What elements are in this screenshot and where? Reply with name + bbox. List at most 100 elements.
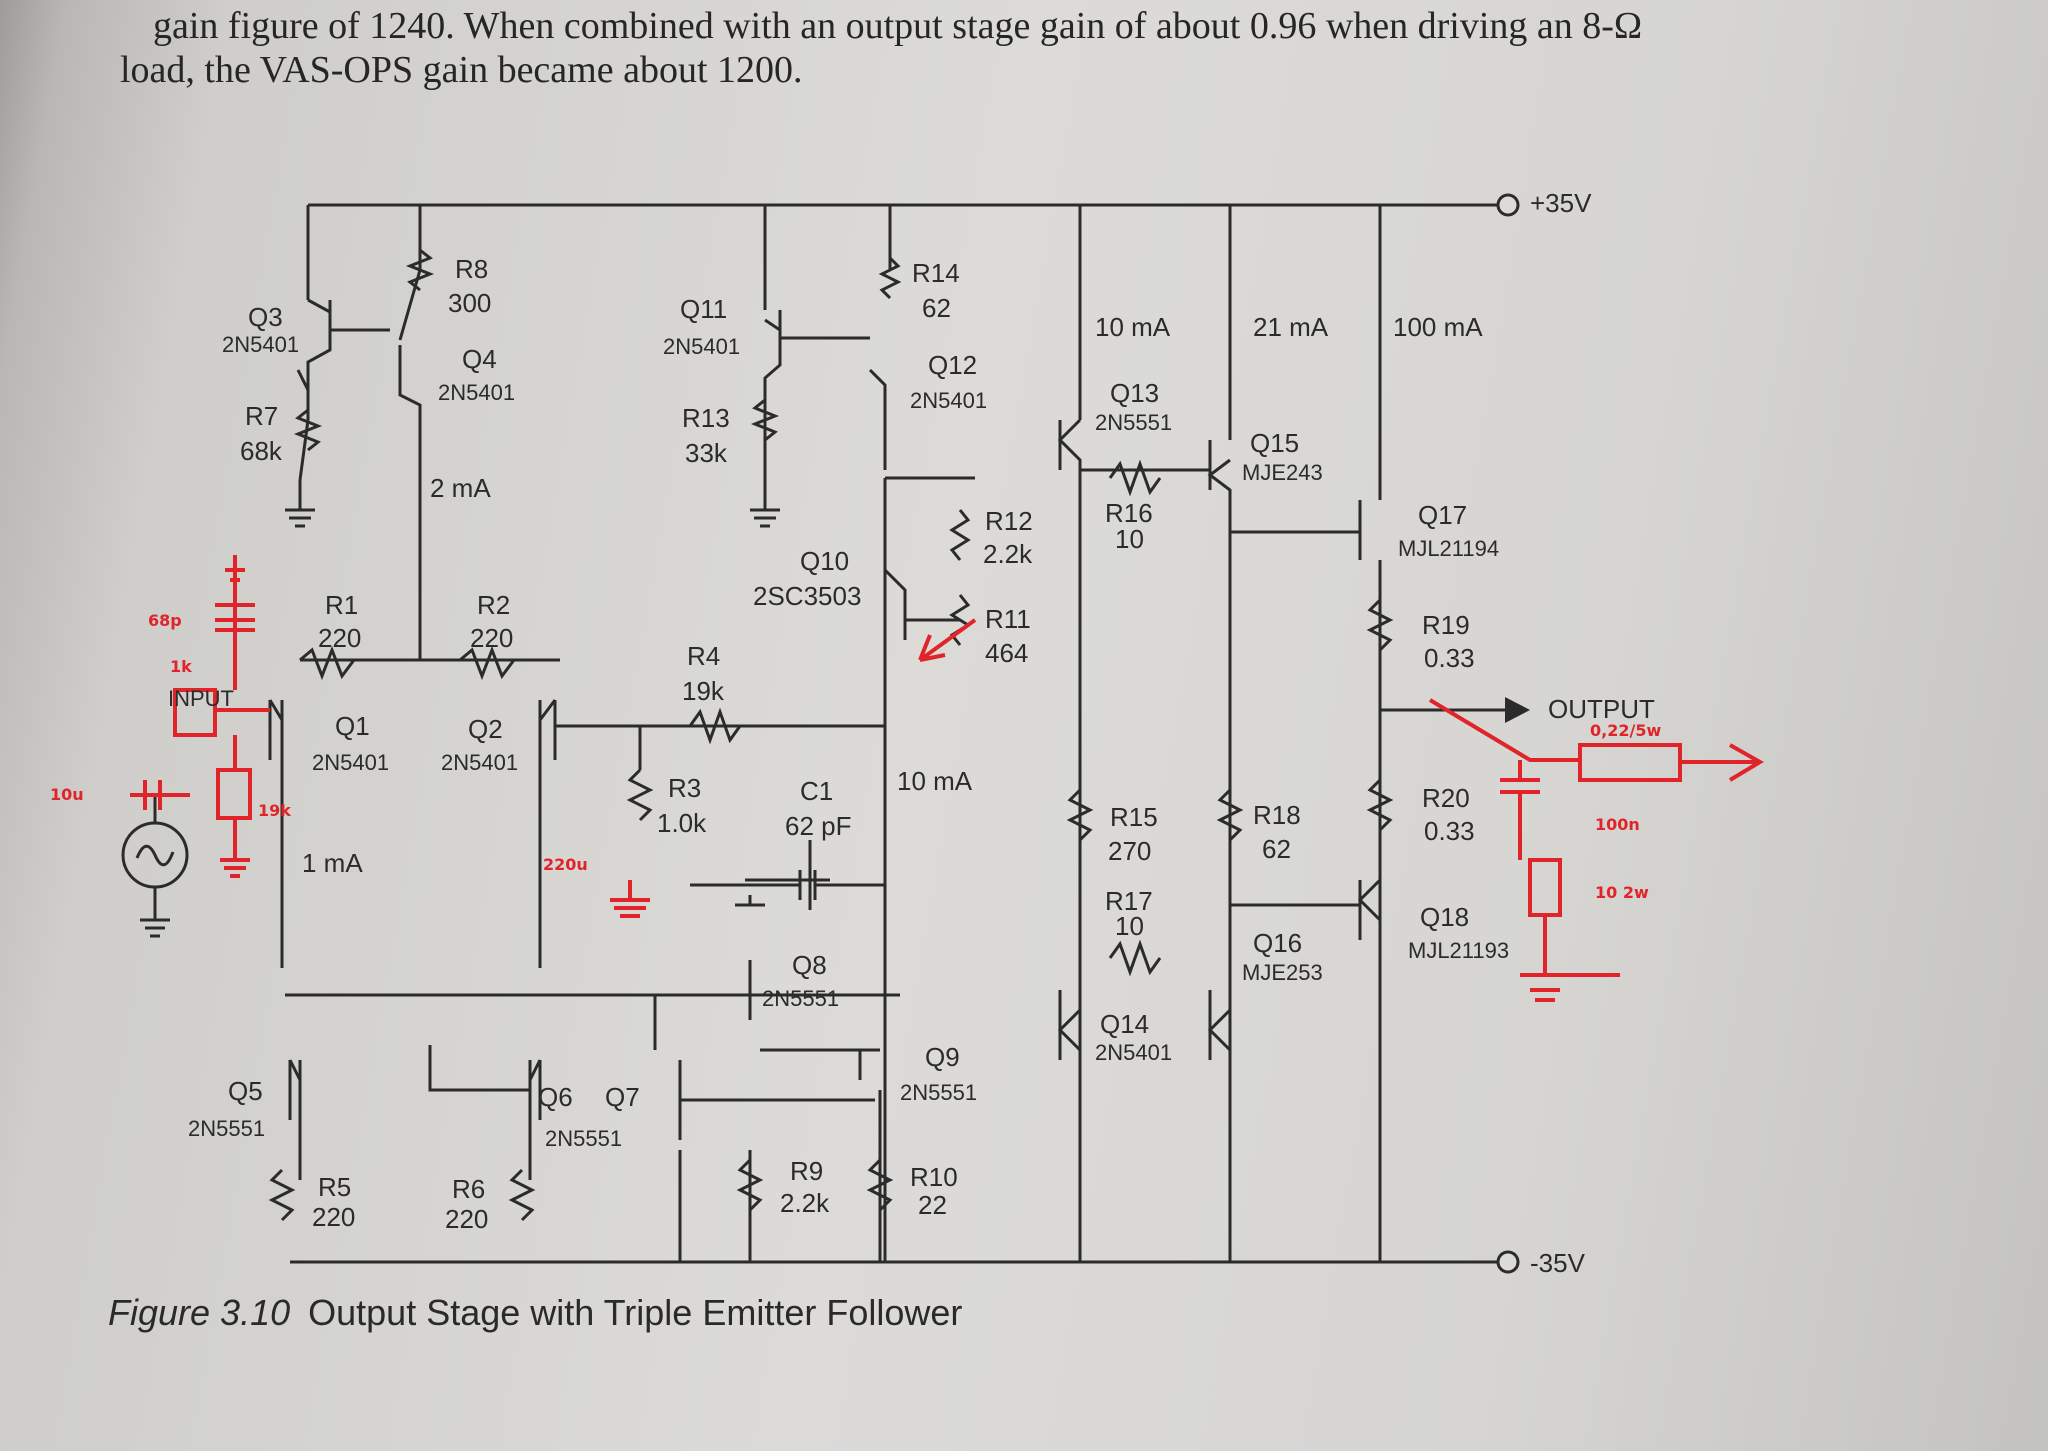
q1-part: 2N5401 [312, 750, 389, 775]
q3-label: Q3 [248, 302, 283, 332]
q13-label: Q13 [1110, 378, 1159, 408]
q14-part: 2N5401 [1095, 1040, 1172, 1065]
annotation-220u: 220u [543, 855, 588, 874]
q15-label: Q15 [1250, 428, 1299, 458]
figure-number: Figure 3.10 [108, 1292, 291, 1333]
red-arrow-icon [918, 618, 977, 662]
annotation-10-2w: 10 2w [1595, 883, 1649, 902]
r14-label: R14 [912, 258, 960, 288]
q3-part: 2N5401 [222, 332, 299, 357]
q16-label: Q16 [1253, 928, 1302, 958]
r7-value: 68k [240, 436, 283, 466]
r18-label: R18 [1253, 800, 1301, 830]
r9-value: 2.2k [780, 1188, 830, 1218]
q6-label: Q6 [538, 1082, 573, 1112]
r1-label: R1 [325, 590, 358, 620]
intro-line-2: load, the VAS-OPS gain became about 1200… [120, 49, 803, 91]
c1-value: 62 pF [785, 811, 852, 841]
annotation-022-5w: 0,22/5w [1590, 721, 1661, 740]
r16-value: 10 [1115, 524, 1144, 554]
current-2ma: 2 mA [430, 473, 491, 503]
r17-zigzag [1108, 939, 1162, 977]
current-100ma: 100 mA [1393, 312, 1483, 342]
q9-label: Q9 [925, 1042, 960, 1072]
r18-value: 62 [1262, 834, 1291, 864]
r17-value: 10 [1115, 911, 1144, 941]
r12-label: R12 [985, 506, 1033, 536]
schematic-labels: +35V -35V Q3 2N5401 R8 300 Q4 2N5401 R7 … [50, 188, 1661, 1278]
q18-label: Q18 [1420, 902, 1469, 932]
q1-label: Q1 [335, 711, 370, 741]
annotation-68p: 68p [148, 611, 182, 630]
r5-value: 220 [312, 1202, 355, 1232]
q9-part: 2N5551 [900, 1080, 977, 1105]
r13-value: 33k [685, 438, 728, 468]
q12-label: Q12 [928, 350, 977, 380]
r3-zigzag [626, 768, 654, 822]
input-label: INPUT [168, 686, 234, 711]
negative-terminal-icon [1496, 1250, 1520, 1274]
r10-zigzag [866, 1158, 894, 1212]
r7-label: R7 [245, 401, 278, 431]
r16-label: R16 [1105, 498, 1153, 528]
r6-label: R6 [452, 1174, 485, 1204]
q10-part: 2SC3503 [753, 581, 861, 611]
output-arrow-icon [1505, 697, 1530, 723]
r10-label: R10 [910, 1162, 958, 1192]
r9-zigzag [736, 1158, 764, 1212]
q11-label: Q11 [680, 294, 727, 324]
q7-label: Q7 [605, 1082, 640, 1112]
q4-part: 2N5401 [438, 380, 515, 405]
r12-value: 2.2k [983, 539, 1033, 569]
r3-label: R3 [668, 773, 701, 803]
r13-label: R13 [682, 403, 730, 433]
r20-value: 0.33 [1424, 816, 1475, 846]
r14-value: 62 [922, 293, 951, 323]
r1-zigzag [299, 645, 356, 681]
positive-terminal-icon [1496, 193, 1520, 217]
r15-label: R15 [1110, 802, 1158, 832]
r8-value: 300 [448, 288, 491, 318]
q5-label: Q5 [228, 1076, 263, 1106]
q11-part: 2N5401 [663, 334, 740, 359]
q2-part: 2N5401 [441, 750, 518, 775]
q8-label: Q8 [792, 950, 827, 980]
r3-value: 1.0k [657, 808, 707, 838]
q18-part: MJL21193 [1408, 938, 1509, 963]
intro-text: gain figure of 1240. When combined with … [120, 0, 1955, 96]
r17-label: R17 [1105, 886, 1153, 916]
annotation-19k: 19k [258, 801, 291, 820]
r9-label: R9 [790, 1156, 823, 1186]
c1-label: C1 [800, 776, 833, 806]
annotation-100n: 100n [1595, 815, 1640, 834]
q13-part: 2N5551 [1095, 410, 1172, 435]
r4-zigzag [688, 707, 742, 745]
q10-label: Q10 [800, 546, 849, 576]
r14-zigzag [878, 256, 902, 300]
input-resistor-box [173, 688, 217, 737]
intro-line-1: gain figure of 1240. When combined with … [153, 5, 1643, 47]
r11-label: R11 [985, 604, 1031, 634]
r2-label: R2 [477, 590, 510, 620]
annotation-10u: 10u [50, 785, 84, 804]
r15-value: 270 [1108, 836, 1151, 866]
current-1ma: 1 mA [302, 848, 363, 878]
q4-label: Q4 [462, 344, 497, 374]
r4-value: 19k [682, 676, 725, 706]
annotation-1k: 1k [170, 657, 192, 676]
q2-label: Q2 [468, 714, 503, 744]
r12-zigzag [949, 509, 971, 561]
r13-zigzag [750, 398, 780, 442]
r20-label: R20 [1422, 783, 1470, 813]
r8-zigzag [405, 248, 435, 292]
r1-value: 220 [318, 623, 361, 653]
r7-zigzag [293, 408, 323, 452]
r8-label: R8 [455, 254, 488, 284]
schematic-wires [121, 203, 1520, 1264]
q8-part: 2N5551 [762, 986, 839, 1011]
r19-label: R19 [1422, 610, 1470, 640]
r5-zigzag [268, 1168, 296, 1222]
figure-caption: Figure 3.10 Output Stage with Triple Emi… [108, 1292, 962, 1334]
q15-part: MJE243 [1242, 460, 1323, 485]
rail-positive-label: +35V [1530, 188, 1592, 218]
